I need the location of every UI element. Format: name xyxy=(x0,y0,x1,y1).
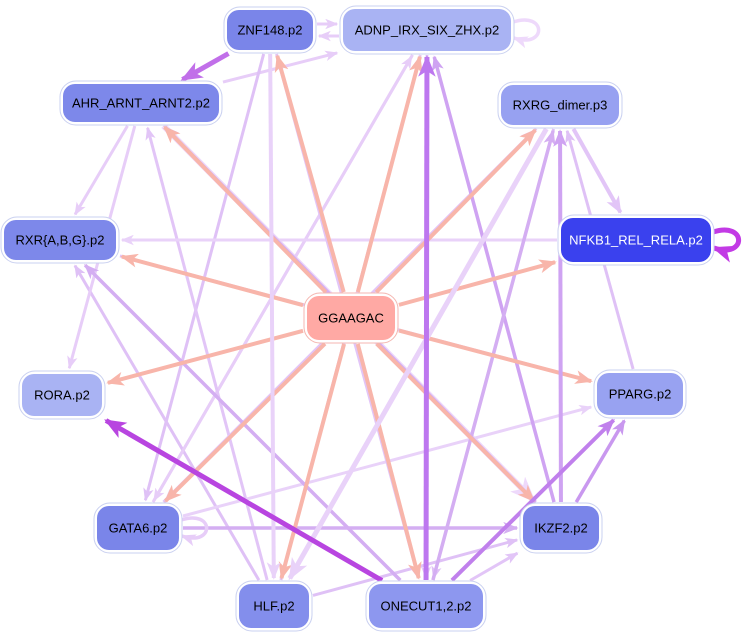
node-box xyxy=(343,9,511,51)
node-ikzf2-p2[interactable]: IKZF2.p2 xyxy=(519,502,603,554)
edge xyxy=(180,51,230,82)
node-nfkb1-rel-rela-p2[interactable]: NFKB1_REL_RELA.p2 xyxy=(557,214,715,266)
node-ggaagac[interactable]: GGAAGAC xyxy=(303,292,399,344)
self-loop-edge xyxy=(512,18,541,49)
node-onecut1-2-p2[interactable]: ONECUT1,2.p2 xyxy=(365,580,487,632)
edge xyxy=(120,253,304,308)
edge xyxy=(375,342,536,503)
edge xyxy=(274,54,346,293)
edge xyxy=(355,55,423,293)
edge xyxy=(469,551,519,582)
node-pparg-p2[interactable]: PPARG.p2 xyxy=(593,369,687,419)
node-znf148-p2[interactable]: ZNF148.p2 xyxy=(223,6,317,54)
node-box xyxy=(63,84,219,122)
edge xyxy=(278,343,346,580)
edge xyxy=(152,54,414,502)
node-box xyxy=(369,584,483,628)
edge xyxy=(266,53,281,580)
edge xyxy=(163,125,328,294)
node-box xyxy=(501,85,619,125)
node-rora-p2[interactable]: RORA.p2 xyxy=(18,370,106,420)
edge xyxy=(164,342,327,503)
edge xyxy=(355,343,422,580)
node-box xyxy=(597,373,683,415)
node-box xyxy=(97,506,179,550)
edge xyxy=(571,127,623,214)
edge xyxy=(287,127,549,581)
node-adnp-irx-six-zhx-p2[interactable]: ADNP_IRX_SIX_ZHX.p2 xyxy=(339,5,515,55)
node-hlf-p2[interactable]: HLF.p2 xyxy=(235,580,313,632)
node-box xyxy=(239,584,309,628)
self-loop-edge xyxy=(180,516,209,547)
node-gata6-p2[interactable]: GATA6.p2 xyxy=(93,502,183,554)
edge xyxy=(398,259,557,307)
edge xyxy=(73,125,129,216)
node-box xyxy=(523,506,599,550)
node-box xyxy=(227,10,313,50)
node-box xyxy=(561,218,711,262)
node-rxr-a-b-g-p2[interactable]: RXR{A,B,G}.p2 xyxy=(0,216,120,264)
node-rxrg-dimer-p3[interactable]: RXRG_dimer.p3 xyxy=(497,81,623,129)
edge xyxy=(418,54,436,581)
edge xyxy=(450,418,616,582)
edge xyxy=(553,129,568,503)
self-loop-edge xyxy=(711,227,741,263)
node-box xyxy=(4,220,116,260)
edge xyxy=(574,419,626,504)
node-box xyxy=(307,296,395,340)
node-ahr-arnt-arnt2-p2[interactable]: AHR_ARNT_ARNT2.p2 xyxy=(59,80,223,126)
node-box xyxy=(22,374,102,416)
edge xyxy=(374,128,537,294)
edge xyxy=(104,418,384,583)
